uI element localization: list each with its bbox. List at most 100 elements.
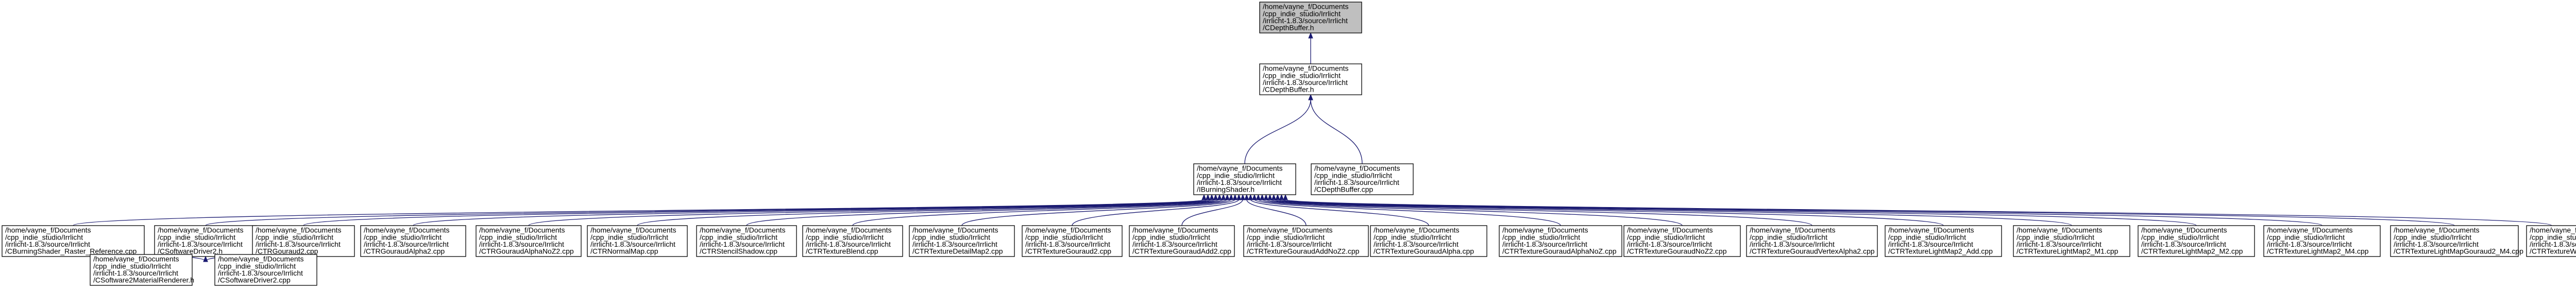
node-label-line: /home/vayne_f/Documents [2016,226,2103,234]
node-label-line: /irrlicht-1.8.3/source/Irrlicht [1750,240,1835,248]
node-box [1370,225,1487,257]
node-label-line: /irrlicht-1.8.3/source/Irrlicht [1627,240,1712,248]
node-box [2263,225,2381,257]
edge-arrowhead [1248,194,1253,200]
node-label-line: /home/vayne_f/Documents [1314,164,1400,173]
node-c14[interactable]: /home/vayne_f/Documents/cpp_indie_studio… [1623,225,1741,257]
edge-arrowhead [1275,194,1280,200]
node-label-line: /CTRTextureGouraudVertexAlpha2.cpp [1750,247,1875,255]
node-cdepthbuffer_h[interactable]: /home/vayne_f/Documents/cpp_indie_studio… [1259,2,1362,33]
edge-c21-to-iburningshader_h [1285,199,2552,226]
node-label-line: /CTRTextureBlend.cpp [806,247,878,255]
node-c13[interactable]: /home/vayne_f/Documents/cpp_indie_studio… [1499,225,1622,257]
node-c15[interactable]: /home/vayne_f/Documents/cpp_indie_studio… [1746,225,1878,257]
node-label-line: /CDepthBuffer.h [1263,24,1314,32]
node-label-line: /cpp_indie_studio/Irrlicht [590,233,668,241]
node-label-line: /home/vayne_f/Documents [2141,226,2227,234]
node-label-line: /cpp_indie_studio/Irrlicht [700,233,777,241]
node-label-line: /irrlicht-1.8.3/source/Irrlicht [700,240,785,248]
node-label-line: /CTRGouraud2.cpp [256,247,318,255]
node-c04[interactable]: /home/vayne_f/Documents/cpp_indie_studio… [476,225,582,257]
node-label-line: /CTRTextureGouraudNoZ2.cpp [1627,247,1727,255]
node-cdepthbuffer_h2[interactable]: /home/vayne_f/Documents/cpp_indie_studio… [1259,63,1362,95]
node-c11[interactable]: /home/vayne_f/Documents/cpp_indie_studio… [1243,225,1369,257]
node-label-line: /irrlicht-1.8.3/source/Irrlicht [364,240,449,248]
node-label-line: /irrlicht-1.8.3/source/Irrlicht [1374,240,1459,248]
node-label-line: /cpp_indie_studio/Irrlicht [2530,233,2576,241]
edge-c03-to-iburningshader_h [413,199,1216,226]
node-c09[interactable]: /home/vayne_f/Documents/cpp_indie_studio… [1022,225,1123,257]
node-label-line: /cpp_indie_studio/Irrlicht [1247,233,1325,241]
node-box [90,254,193,286]
node-label-line: /home/vayne_f/Documents [1263,3,1349,11]
edge-c10-to-iburningshader_h [1181,199,1243,226]
node-label-line: /home/vayne_f/Documents [806,226,892,234]
node-label-line: /CTRTextureWire2.cpp [2530,247,2576,255]
edge-arrowhead [1283,194,1288,200]
node-c16[interactable]: /home/vayne_f/Documents/cpp_indie_studio… [1885,225,2002,257]
node-c21[interactable]: /home/vayne_f/Documents/cpp_indie_studio… [2526,225,2576,257]
node-c20[interactable]: /home/vayne_f/Documents/cpp_indie_studio… [2390,225,2523,257]
node-box [360,225,466,257]
node-cdepthbuffer_cpp[interactable]: /home/vayne_f/Documents/cpp_indie_studio… [1311,163,1414,195]
node-label-line: /home/vayne_f/Documents [700,226,786,234]
edge-arrowhead [1308,94,1313,100]
node-c03[interactable]: /home/vayne_f/Documents/cpp_indie_studio… [360,225,466,257]
node-label-line: /cpp_indie_studio/Irrlicht [256,233,333,241]
edge-c09-to-iburningshader_h [1072,199,1240,226]
node-c02[interactable]: /home/vayne_f/Documents/cpp_indie_studio… [252,225,355,257]
edge-arrowhead [1267,194,1273,200]
edge-c11-to-iburningshader_h [1246,199,1307,226]
edge-arrowhead [1205,194,1211,200]
node-c19[interactable]: /home/vayne_f/Documents/cpp_indie_studio… [2263,225,2381,257]
node-label-line: /home/vayne_f/Documents [2394,226,2480,234]
node-label-line: /CSoftware2MaterialRenderer.h [93,276,194,284]
node-label-line: /cpp_indie_studio/Irrlicht [218,262,296,270]
edge-arrowhead [1279,194,1284,200]
node-c05[interactable]: /home/vayne_f/Documents/cpp_indie_studio… [587,225,688,257]
node-c17[interactable]: /home/vayne_f/Documents/cpp_indie_studio… [2013,225,2130,257]
node-label-line: /cpp_indie_studio/Irrlicht [1025,233,1103,241]
node-label-line: /CTRTextureLightMap2_Add.cpp [1888,247,1993,255]
node-g0[interactable]: /home/vayne_f/Documents/cpp_indie_studio… [90,254,194,286]
node-label-line: /cpp_indie_studio/Irrlicht [2141,233,2219,241]
node-box [1499,225,1622,257]
node-box [1022,225,1123,257]
node-label-line: /irrlicht-1.8.3/source/Irrlicht [1263,16,1348,25]
edge-arrowhead [1217,194,1222,200]
edge-arrowhead [1221,194,1226,200]
edge-arrowhead [1213,194,1218,200]
node-label-line: /irrlicht-1.8.3/source/Irrlicht [2016,240,2102,248]
node-c00[interactable]: /home/vayne_f/Documents/cpp_indie_studio… [2,225,145,257]
node-label-line: /cpp_indie_studio/Irrlicht [1314,171,1392,179]
node-label-line: /cpp_indie_studio/Irrlicht [2394,233,2471,241]
edge-arrowhead [1244,194,1249,200]
node-label-line: /cpp_indie_studio/Irrlicht [158,233,235,241]
edge-c07-to-iburningshader_h [852,199,1232,226]
node-g1[interactable]: /home/vayne_f/Documents/cpp_indie_studio… [214,254,317,286]
node-iburningshader_h[interactable]: /home/vayne_f/Documents/cpp_indie_studio… [1193,163,1296,195]
node-label-line: /CTRTextureGouraudAlphaNoZ.cpp [1502,247,1617,255]
edge-arrowhead [1236,194,1242,200]
node-c08[interactable]: /home/vayne_f/Documents/cpp_indie_studio… [909,225,1015,257]
node-label-line: /home/vayne_f/Documents [218,255,304,263]
node-c07[interactable]: /home/vayne_f/Documents/cpp_indie_studio… [802,225,903,257]
node-c06[interactable]: /home/vayne_f/Documents/cpp_indie_studio… [696,225,797,257]
edge-c16-to-iburningshader_h [1265,199,1944,226]
node-label-line: /CTRTextureGouraudAddNoZ2.cpp [1247,247,1360,255]
edge-c05-to-iburningshader_h [637,199,1224,226]
node-label-line: /IBurningShader.h [1197,185,1255,194]
edge-arrowhead [1271,194,1277,200]
edge-arrowhead [1263,194,1269,200]
node-box [1623,225,1741,257]
node-label-line: /cpp_indie_studio/Irrlicht [1263,71,1341,79]
node-c12[interactable]: /home/vayne_f/Documents/cpp_indie_studio… [1370,225,1487,257]
node-label-line: /irrlicht-1.8.3/source/Irrlicht [5,240,90,248]
node-label-line: /home/vayne_f/Documents [1627,226,1713,234]
node-c10[interactable]: /home/vayne_f/Documents/cpp_indie_studio… [1129,225,1235,257]
node-label-line: /home/vayne_f/Documents [1197,164,1283,173]
node-label-line: /irrlicht-1.8.3/source/Irrlicht [1263,78,1348,87]
node-label-line: /home/vayne_f/Documents [93,255,179,263]
node-c01[interactable]: /home/vayne_f/Documents/cpp_indie_studio… [154,225,257,257]
node-c18[interactable]: /home/vayne_f/Documents/cpp_indie_studio… [2138,225,2255,257]
